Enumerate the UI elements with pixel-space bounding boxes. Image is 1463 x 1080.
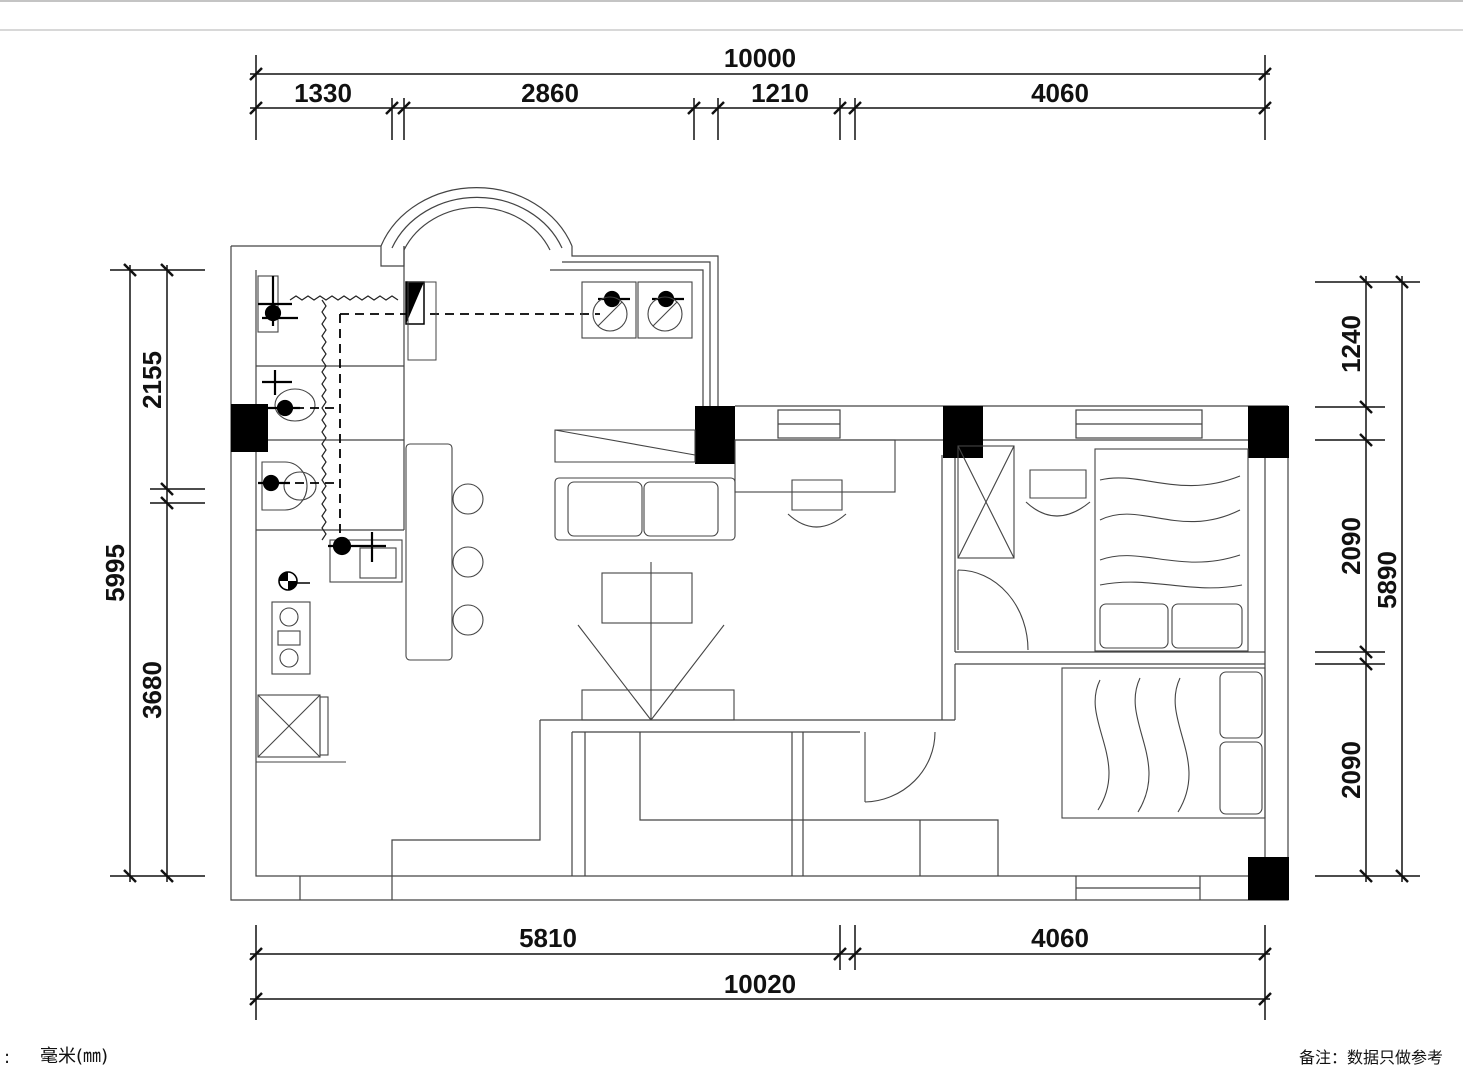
dim-right-seg-3: 2090: [1336, 741, 1366, 799]
zigzag-pipe: [289, 295, 399, 541]
unit-prefix: :: [4, 1047, 11, 1068]
pipe-lines: [280, 313, 600, 546]
dim-right-total: 5890: [1372, 551, 1402, 609]
left-dimension-lines: [110, 263, 205, 883]
dim-right-seg-2: 2090: [1336, 517, 1366, 575]
right-dimension-lines: [1315, 275, 1420, 883]
bedroom-1: [957, 445, 1249, 652]
dim-top-seg-2: 2860: [521, 78, 579, 108]
dim-top-seg-3: 1210: [751, 78, 809, 108]
shaft-marker: [405, 281, 437, 361]
bathroom-fixtures: [257, 275, 403, 583]
dim-left-seg-2: 3680: [137, 661, 167, 719]
dim-left-seg-1: 2155: [137, 351, 167, 409]
dim-bottom-seg-1: 5810: [519, 923, 577, 953]
reference-note: 备注：数据只做参考: [1298, 1048, 1443, 1067]
dim-top-seg-1: 1330: [294, 78, 352, 108]
dim-top-total: 10000: [724, 43, 796, 73]
walls: [230, 187, 1289, 901]
washing-machines: [581, 281, 693, 339]
dim-left-total: 5995: [100, 544, 130, 602]
kitchen: [256, 443, 484, 763]
unit-label: 毫米(㎜): [40, 1046, 109, 1067]
dim-bottom-seg-2: 4060: [1031, 923, 1089, 953]
dim-top-seg-4: 4060: [1031, 78, 1089, 108]
bottom-dimension-lines: [249, 925, 1272, 1020]
living-room: [554, 429, 896, 721]
plumbing-symbols: [258, 276, 684, 591]
top-dimension-lines: [249, 55, 1272, 140]
structural-columns: [231, 404, 1289, 900]
dim-bottom-total: 10020: [724, 969, 796, 999]
dim-right-seg-1: 1240: [1336, 315, 1366, 373]
bedroom-2: [864, 667, 1266, 819]
